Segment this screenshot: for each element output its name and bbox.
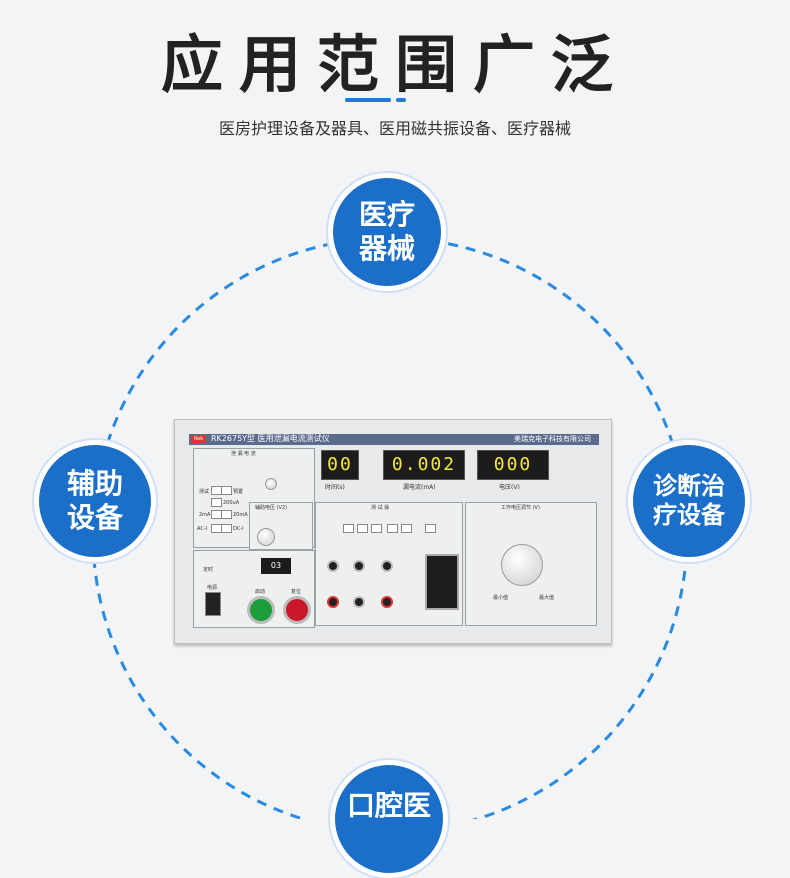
range-label-ac: AC-I — [197, 526, 208, 532]
terminal-v2[interactable] — [381, 560, 393, 572]
switch-s12[interactable] — [371, 524, 382, 533]
test-network-label: 测 试 操 — [371, 505, 390, 511]
aux-voltage-knob[interactable] — [257, 528, 275, 546]
range-label-2ma: 2mA — [199, 512, 211, 518]
range-label-dc: DC-I — [233, 526, 244, 532]
bubble-right-line1: 诊断治 — [653, 472, 725, 501]
switch-s1[interactable] — [401, 524, 412, 533]
start-label: 启动 — [255, 589, 266, 595]
page-subtitle: 医房护理设备及器具、医用磁共振设备、医疗器械 — [218, 119, 571, 138]
terminal-v2-bottom[interactable] — [381, 596, 393, 608]
bubble-top-line1: 医疗 — [358, 198, 415, 232]
aux-voltage-label: 辅助电压 (V2) — [255, 505, 288, 511]
leakage-display-label: 漏电流(mA) — [403, 484, 436, 491]
time-display: 00 — [321, 450, 359, 480]
terminal-pe[interactable] — [353, 560, 365, 572]
title-underline-long — [345, 98, 391, 102]
title-underline-short — [396, 98, 406, 102]
terminal-md-bottom[interactable] — [327, 596, 339, 608]
start-button[interactable] — [247, 596, 275, 624]
switch-s8[interactable] — [387, 524, 398, 533]
range-label-test: 测试 — [199, 489, 210, 495]
calibration-knob[interactable] — [265, 478, 277, 490]
brand-logo: Rek — [191, 435, 206, 443]
range-label-preset: 预置 — [233, 489, 244, 495]
voltage-display: 000 — [477, 450, 549, 480]
range-key-200ua[interactable] — [211, 498, 222, 507]
switch-s6[interactable] — [343, 524, 354, 533]
range-key-20ma[interactable] — [221, 510, 232, 519]
bubble-left-line2: 设备 — [66, 501, 123, 534]
switch-s10[interactable] — [357, 524, 368, 533]
time-display-label: 时间(s) — [325, 484, 345, 491]
range-key-dc[interactable] — [221, 524, 232, 533]
voltage-display-label: 电压(V) — [499, 484, 520, 491]
timer-label: 定时 — [203, 567, 214, 573]
device-company: 美瑞克电子科技有限公司 — [514, 435, 591, 443]
reset-label: 复位 — [291, 589, 302, 595]
range-label-20ma: 20mA — [233, 512, 248, 518]
power-switch[interactable] — [205, 592, 221, 616]
page-title: 应用范围广泛 — [160, 28, 629, 101]
range-key-preset[interactable] — [221, 486, 232, 495]
bubble-bottom-line1: 口腔医 — [346, 789, 431, 822]
knob-max-label: 最大值 — [539, 595, 555, 601]
device-title-bar — [189, 434, 599, 445]
reset-button[interactable] — [283, 596, 311, 624]
bubble-auxiliary-equipment: 辅助设备 — [34, 440, 156, 562]
timer-display: 03 — [261, 558, 291, 574]
bubble-left-line1: 辅助 — [66, 467, 123, 501]
bubble-right-line2: 疗设备 — [653, 501, 725, 529]
leakage-current-tester: Rek RK2675Y型 医用泄漏电流测试仪 美瑞克电子科技有限公司 泄 漏 电… — [174, 419, 612, 644]
range-label-200ua: 200uA — [223, 500, 240, 506]
work-voltage-label: 工作电压调节 (V) — [501, 505, 540, 511]
leakage-section-label: 泄 漏 电 流 — [231, 451, 256, 457]
leakage-display: 0.002 — [383, 450, 465, 480]
knob-min-label: 最小值 — [493, 595, 509, 601]
switch-s5[interactable] — [425, 524, 436, 533]
bubble-top-line2: 器械 — [358, 232, 415, 265]
power-outlet[interactable] — [425, 554, 459, 610]
bubble-medical-devices: 医疗器械 — [328, 173, 446, 291]
dashed-ring — [91, 236, 689, 819]
terminal-md-top[interactable] — [327, 560, 339, 572]
bubble-dental: 口腔医 — [330, 760, 448, 878]
terminal-pe-bottom[interactable] — [353, 596, 365, 608]
power-label: 电源 — [207, 585, 218, 591]
bubble-diagnosis-treatment: 诊断治疗设备 — [628, 440, 750, 562]
work-voltage-knob[interactable] — [501, 544, 543, 586]
device-model: RK2675Y型 医用泄漏电流测试仪 — [211, 434, 330, 443]
